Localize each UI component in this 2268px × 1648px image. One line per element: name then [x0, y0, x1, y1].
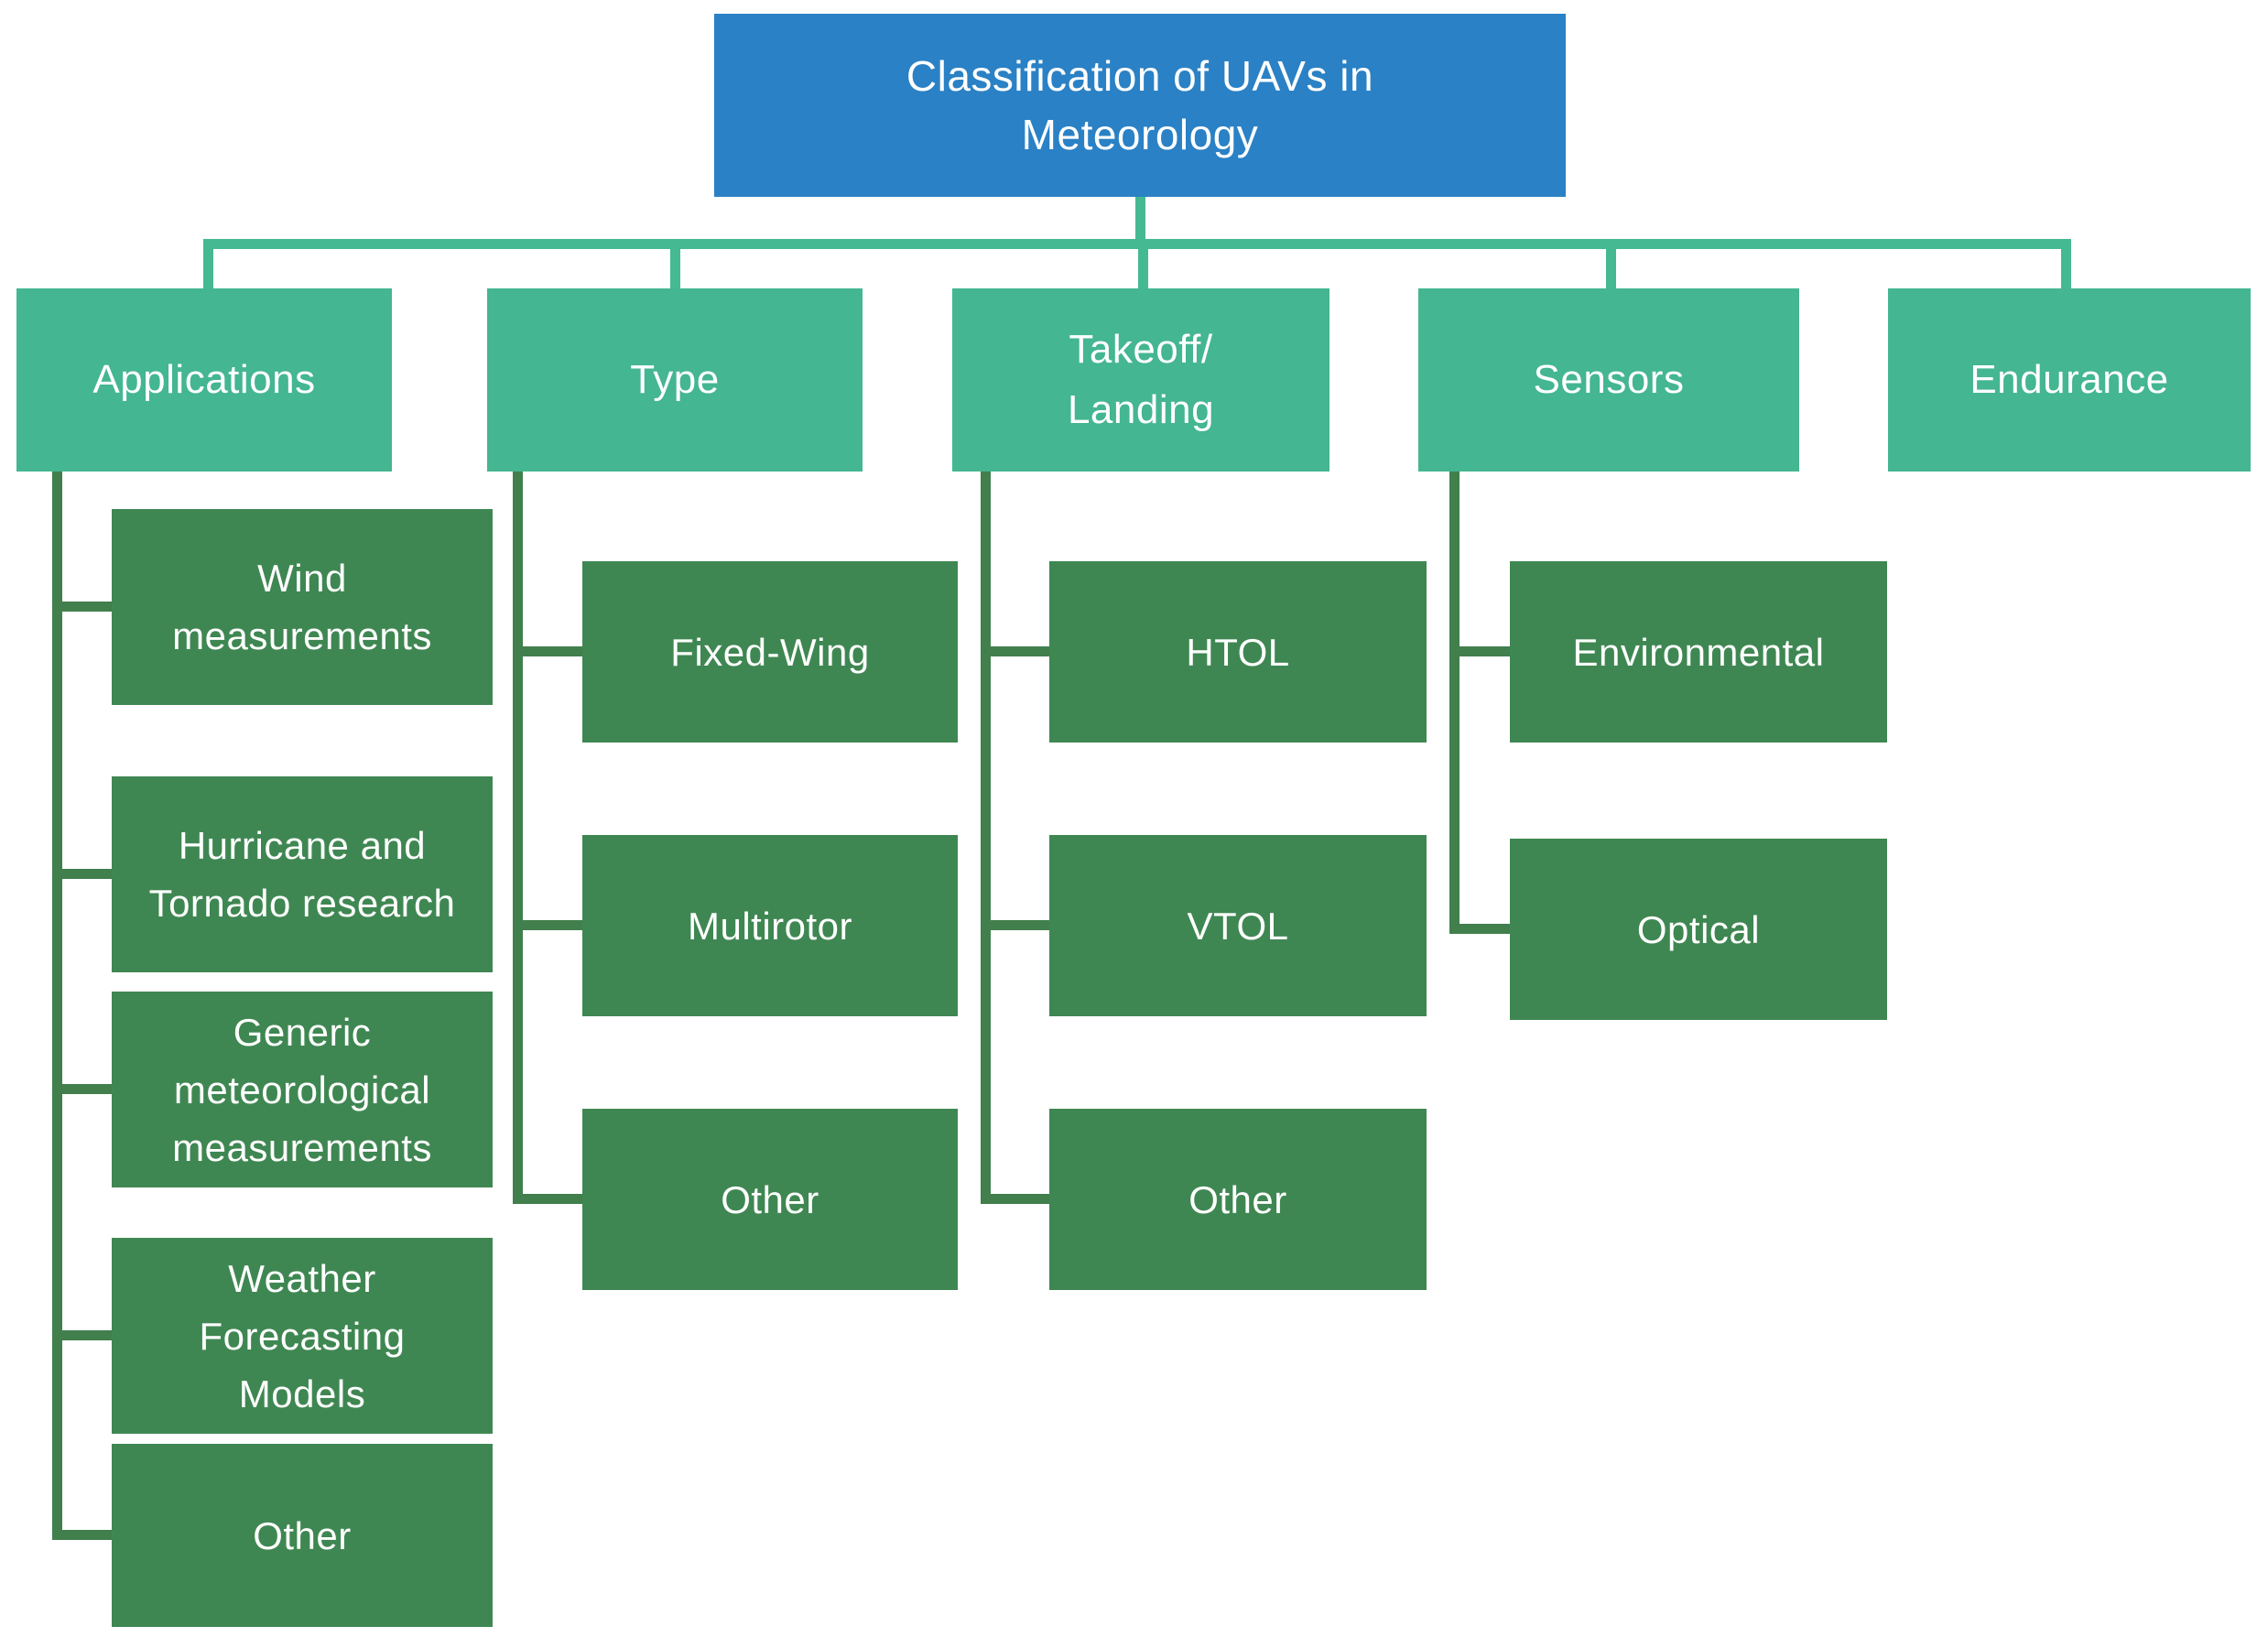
- connector-leaf-stub-generic-meteorological: [52, 1084, 112, 1094]
- leaf-node-wind-measurements: Wind measurements: [112, 509, 493, 705]
- connector-column-sensors: [1449, 472, 1460, 934]
- connector-branch-stub-sensors: [1606, 249, 1616, 288]
- leaf-node-tol-other: Other: [1049, 1109, 1427, 1290]
- leaf-node-multirotor: Multirotor: [582, 835, 958, 1016]
- branch-node-endurance: Endurance: [1888, 288, 2251, 472]
- connector-leaf-stub-fixed-wing: [513, 646, 582, 656]
- connector-leaf-stub-vtol: [981, 920, 1049, 930]
- connector-branch-stub-endurance: [2061, 239, 2071, 288]
- connector-leaf-stub-multirotor: [513, 920, 582, 930]
- leaf-node-type-other: Other: [582, 1109, 958, 1290]
- leaf-node-optical: Optical: [1510, 839, 1887, 1020]
- connector-leaf-stub-weather-forecasting: [52, 1330, 112, 1340]
- connector-branch-stub-applications: [203, 239, 213, 288]
- connector-column-takeoff-landing: [981, 472, 991, 1204]
- connector-column-applications: [52, 472, 62, 1540]
- leaf-node-fixed-wing: Fixed-Wing: [582, 561, 958, 743]
- leaf-node-vtol: VTOL: [1049, 835, 1427, 1016]
- branch-node-sensors: Sensors: [1418, 288, 1799, 472]
- leaf-node-weather-forecasting: Weather Forecasting Models: [112, 1238, 493, 1434]
- leaf-node-applications-other: Other: [112, 1444, 493, 1627]
- connector-leaf-stub-wind-measurements: [52, 602, 112, 612]
- root-node: Classification of UAVs in Meteorology: [714, 14, 1566, 197]
- connector-leaf-stub-htol: [981, 646, 1049, 656]
- connector-branch-stub-takeoff-landing: [1138, 249, 1148, 288]
- connector-root-stub: [1135, 197, 1145, 244]
- branch-node-type: Type: [487, 288, 863, 472]
- connector-leaf-stub-optical: [1449, 924, 1510, 934]
- branch-node-takeoff-landing: Takeoff/ Landing: [952, 288, 1329, 472]
- connector-leaf-stub-applications-other: [52, 1530, 112, 1540]
- connector-leaf-stub-type-other: [513, 1194, 582, 1204]
- connector-leaf-stub-tol-other: [981, 1194, 1049, 1204]
- connector-top-rail: [203, 239, 2071, 249]
- leaf-node-htol: HTOL: [1049, 561, 1427, 743]
- branch-node-applications: Applications: [16, 288, 392, 472]
- connector-leaf-stub-hurricane-tornado: [52, 869, 112, 879]
- connector-column-type: [513, 472, 523, 1204]
- connector-branch-stub-type: [670, 249, 680, 288]
- leaf-node-environmental: Environmental: [1510, 561, 1887, 743]
- connector-leaf-stub-environmental: [1449, 646, 1510, 656]
- leaf-node-generic-meteorological: Generic meteorological measurements: [112, 992, 493, 1187]
- leaf-node-hurricane-tornado: Hurricane and Tornado research: [112, 776, 493, 972]
